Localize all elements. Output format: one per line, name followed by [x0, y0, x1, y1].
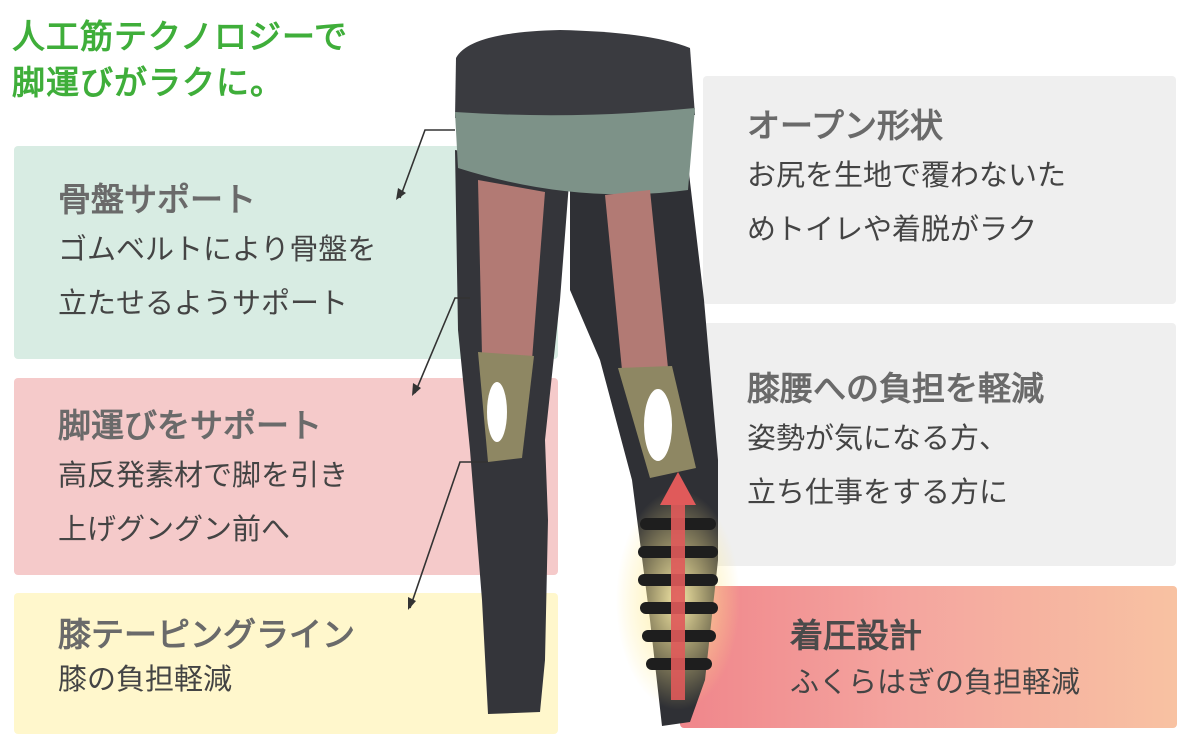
- headline-line1: 人工筋テクノロジーで: [12, 17, 349, 56]
- compression-panel: 着圧設計 ふくらはぎの負担軽減: [680, 586, 1177, 728]
- right-muscle-panel: [605, 190, 668, 370]
- pelvis-support-line1: ゴムベルトにより骨盤を: [58, 232, 377, 266]
- headline: 人工筋テクノロジーで 脚運びがラクに。: [12, 14, 348, 106]
- knee-back-line1: 姿勢が気になる方、: [747, 421, 1009, 455]
- open-shape-panel: オープン形状 お尻を生地で覆わないた めトイレや着脱がラク: [703, 76, 1176, 304]
- up-arrow-icon: [660, 472, 696, 700]
- open-shape-title: オープン形状: [747, 106, 944, 145]
- knee-taping-line1: 膝の負担軽減: [58, 662, 233, 696]
- headline-line2: 脚運びがラクに。: [12, 63, 284, 102]
- stride-support-line1: 高反発素材で脚を引き: [58, 458, 349, 492]
- left-muscle-panel: [478, 180, 545, 360]
- stride-support-title: 脚運びをサポート: [58, 406, 322, 445]
- stride-support-panel: 脚運びをサポート 高反発素材で脚を引き 上げグングン前へ: [14, 378, 558, 575]
- waistband: [455, 30, 695, 118]
- open-shape-line1: お尻を生地で覆わないた: [747, 158, 1067, 192]
- knee-back-panel: 膝腰への負担を軽減 姿勢が気になる方、 立ち仕事をする方に: [703, 323, 1176, 566]
- knee-back-title: 膝腰への負担を軽減: [747, 369, 1044, 408]
- knee-back-line2: 立ち仕事をする方に: [747, 475, 1009, 509]
- compression-title: 着圧設計: [790, 616, 922, 655]
- open-shape-line2: めトイレや着脱がラク: [747, 212, 1038, 246]
- callout-arrow-icon: [399, 129, 488, 609]
- knee-taping-title: 膝テーピングライン: [58, 615, 355, 654]
- stride-support-line2: 上げグングン前へ: [58, 512, 291, 546]
- knee-taping-panel: 膝テーピングライン 膝の負担軽減: [14, 593, 558, 734]
- pelvis-support-line2: 立たせるようサポート: [58, 286, 349, 320]
- pelvis-support-title: 骨盤サポート: [58, 180, 256, 219]
- hip-band: [455, 108, 695, 195]
- compression-line1: ふくらはぎの負担軽減: [790, 665, 1081, 699]
